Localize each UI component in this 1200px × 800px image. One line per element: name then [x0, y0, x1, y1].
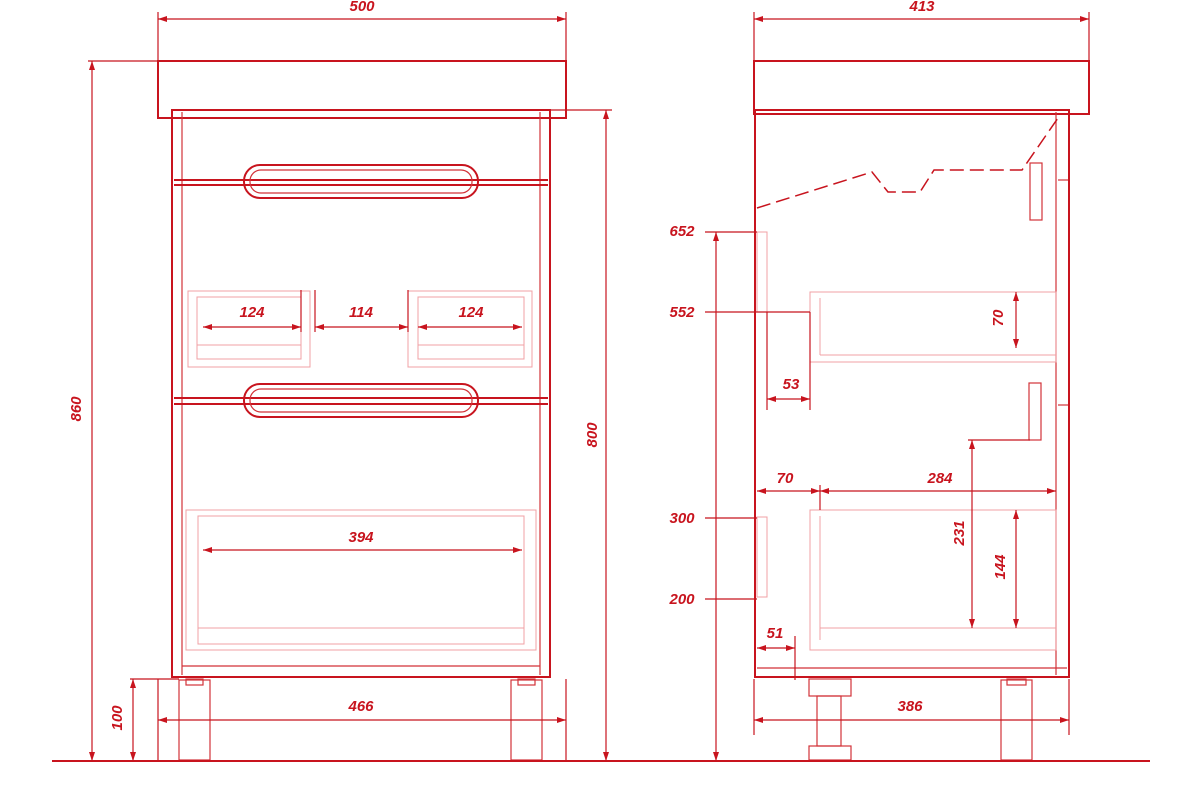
dim-upper-drawer-height: 70: [990, 309, 1007, 326]
front-view: [157, 60, 567, 761]
dimension-arrowhead: [1013, 292, 1019, 301]
dimension-arrowhead: [292, 324, 301, 330]
dim-leg-height: 100: [109, 705, 126, 731]
dimension-arrowhead: [754, 717, 763, 723]
dimension-arrowhead: [89, 61, 95, 70]
dimension-arrowhead: [557, 717, 566, 723]
dimension-arrowhead: [713, 232, 719, 241]
dimension-arrowhead: [767, 396, 776, 402]
dimension-arrowhead: [203, 324, 212, 330]
front-cabinet-body: [171, 109, 551, 678]
dim-lower-height-231: 231: [951, 520, 968, 546]
dimension-arrowhead: [203, 547, 212, 553]
front-countertop: [157, 60, 567, 119]
dimension-arrowhead: [801, 396, 810, 402]
level-300: 300: [669, 510, 695, 527]
level-652: 652: [669, 223, 695, 240]
dim-upper-right-width: 124: [458, 304, 484, 321]
level-200: 200: [668, 591, 695, 608]
dimension-lines: [88, 12, 1090, 761]
dim-drawer-depth: 284: [926, 470, 953, 487]
dim-overall-height: 860: [68, 396, 85, 422]
dimension-arrowhead: [1080, 16, 1089, 22]
dimension-arrowhead: [399, 324, 408, 330]
dim-offset-70: 70: [777, 470, 794, 487]
dimension-arrowhead: [130, 679, 136, 688]
dimension-arrowhead: [513, 547, 522, 553]
dimension-arrowhead: [603, 110, 609, 119]
dim-body-depth: 386: [897, 698, 923, 715]
dim-upper-middle-width: 114: [349, 304, 374, 321]
dimension-arrowhead: [158, 717, 167, 723]
level-552: 552: [669, 304, 695, 321]
dimension-arrowhead: [820, 488, 829, 494]
dimension-arrowhead: [1013, 619, 1019, 628]
dimension-arrowhead: [315, 324, 324, 330]
dim-inner-width-bottom: 466: [347, 698, 374, 715]
side-left-leg-top: [808, 678, 852, 697]
dim-overall-depth: 413: [908, 0, 935, 15]
dimension-arrowhead: [1060, 717, 1069, 723]
side-countertop: [753, 60, 1090, 115]
dimension-arrowhead: [158, 16, 167, 22]
dimension-arrowhead: [557, 16, 566, 22]
dimension-arrowhead: [786, 645, 795, 651]
dimension-arrowhead: [1013, 510, 1019, 519]
dim-overall-width: 500: [349, 0, 375, 15]
dimension-arrowhead: [1013, 339, 1019, 348]
lower-drawer-handle: [243, 383, 479, 418]
dimension-arrowhead: [513, 324, 522, 330]
dim-offset-53: 53: [783, 376, 800, 393]
dimension-arrowhead: [713, 752, 719, 761]
dimension-arrowhead: [969, 440, 975, 449]
dimension-arrowhead: [1047, 488, 1056, 494]
side-cabinet-body: [754, 109, 1070, 678]
dimension-arrowhead: [757, 645, 766, 651]
dimension-arrowhead: [418, 324, 427, 330]
upper-drawer-handle: [243, 164, 479, 199]
dimension-arrowhead: [969, 619, 975, 628]
dimension-arrowhead: [603, 752, 609, 761]
dim-offset-51: 51: [767, 625, 784, 642]
dimension-arrowhead: [757, 488, 766, 494]
sink-bowl-outline: [756, 117, 1059, 209]
side-view: [753, 60, 1090, 761]
dimension-arrowhead: [754, 16, 763, 22]
dimension-arrowhead: [89, 752, 95, 761]
dim-lower-drawer-width: 394: [348, 529, 374, 546]
dim-body-height: 800: [584, 422, 601, 448]
dim-upper-left-width: 124: [239, 304, 265, 321]
dimension-arrowhead: [130, 752, 136, 761]
dim-lower-height-144: 144: [992, 554, 1009, 580]
dimension-arrowhead: [811, 488, 820, 494]
